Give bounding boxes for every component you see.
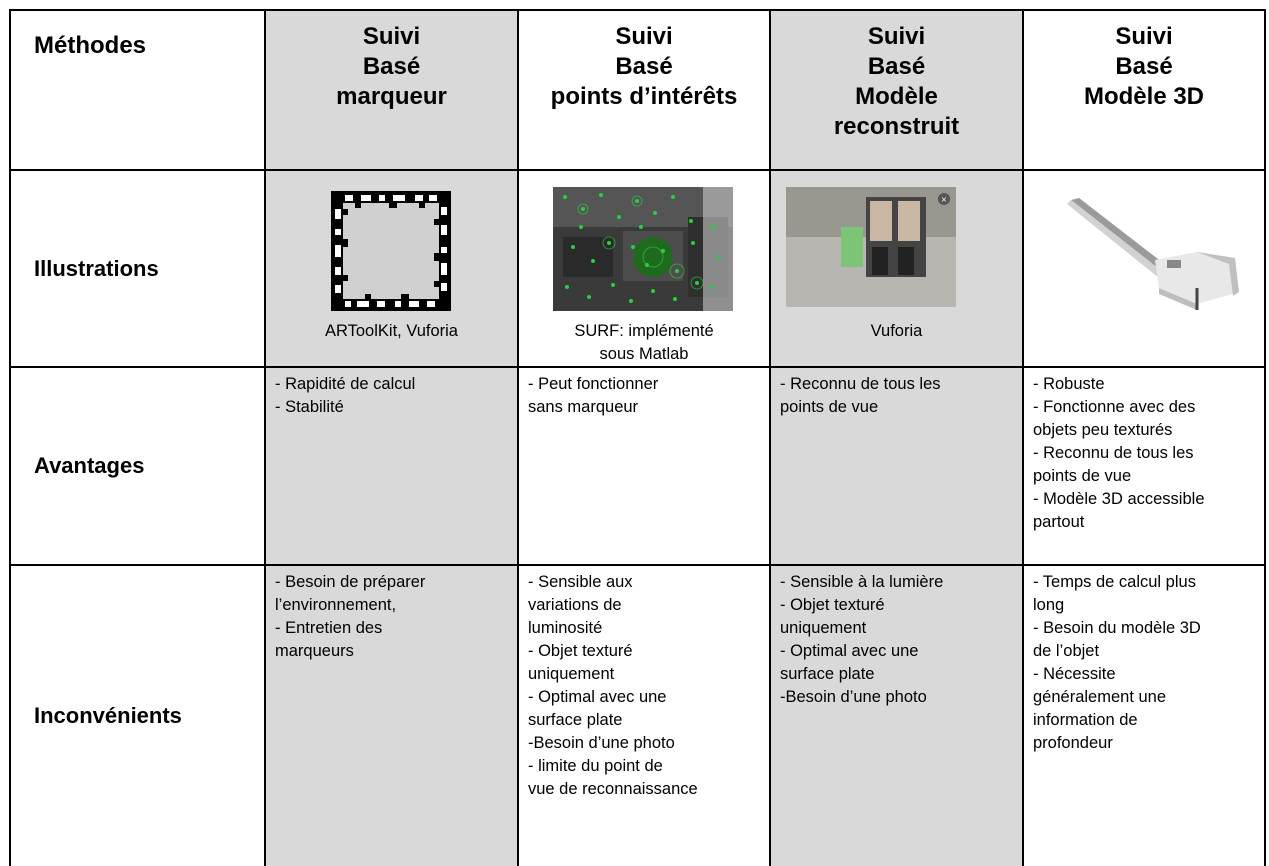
grid-line-top xyxy=(9,9,1266,11)
grid-line-right xyxy=(1264,9,1266,866)
fiducial-marker-image xyxy=(331,191,451,311)
svg-text:×: × xyxy=(941,195,948,204)
caption-reconstruit: Vuforia xyxy=(870,322,923,340)
mechanical-part-photo: × xyxy=(786,187,956,307)
illustration-cell-reconstruit: × Vuforia xyxy=(770,170,1023,367)
gray-col3-header xyxy=(770,10,1023,866)
grid-line-row2 xyxy=(9,366,1266,368)
illustration-cell-points: SURF: implémenté sous Matlab xyxy=(518,170,770,367)
row-label-inconvenients: Inconvénients xyxy=(34,702,182,728)
grid-line-col3 xyxy=(769,9,771,866)
circuit-board-feature-image xyxy=(553,187,733,311)
header-methodes: Méthodes xyxy=(34,32,147,59)
illustration-cell-marqueur: ARToolKit, Vuforia xyxy=(265,170,518,367)
caption-marqueur: ARToolKit, Vuforia xyxy=(325,322,458,340)
grid-line-row3 xyxy=(9,564,1266,566)
avantages-cell-marqueur: - Rapidité de calcul- Stabilité xyxy=(275,375,416,416)
grid-line-left xyxy=(9,9,11,866)
row-label-illustrations: Illustrations xyxy=(34,255,159,281)
caption-points: SURF: implémenté sous Matlab xyxy=(574,322,714,363)
grid-line-row1 xyxy=(9,169,1266,171)
gray-col1-header xyxy=(265,10,518,866)
grid-line-col2 xyxy=(517,9,519,866)
illustration-cell-modele3d xyxy=(1023,170,1265,367)
3d-model-render xyxy=(1067,198,1239,310)
row-label-avantages: Avantages xyxy=(34,453,145,478)
grid-line-col1 xyxy=(264,9,266,866)
grid-line-col4 xyxy=(1022,9,1024,866)
